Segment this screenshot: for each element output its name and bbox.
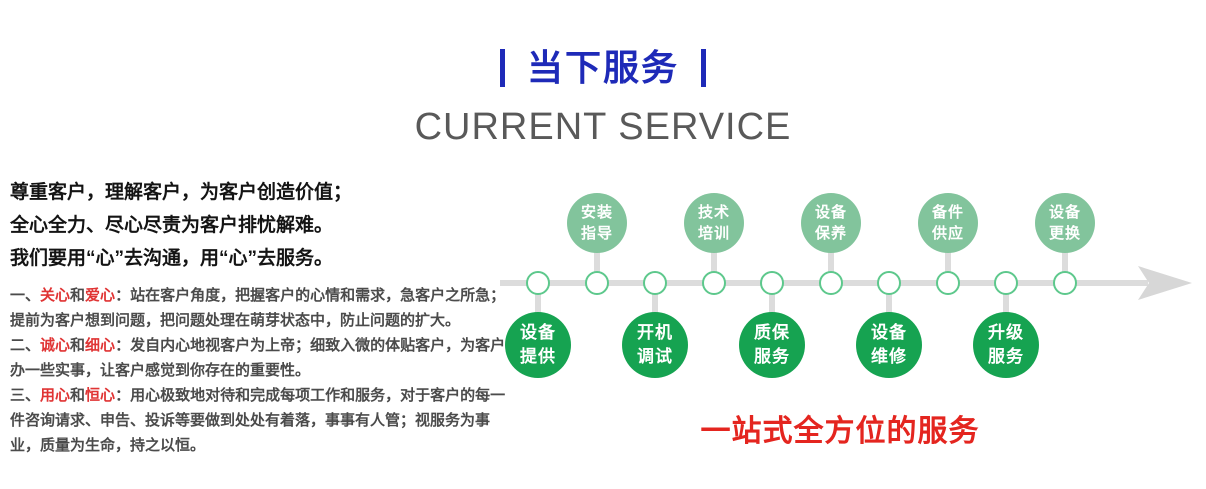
service-circle-equipment-repair: 设备 维修: [856, 312, 922, 378]
service-label: 供应: [931, 225, 964, 242]
timeline-node: [1053, 271, 1077, 295]
service-label: 设备: [871, 323, 907, 342]
intro-line: 尊重客户，理解客户，为客户创造价值；: [10, 182, 353, 203]
service-circle-installation-guidance: 安装 指导: [567, 193, 627, 253]
section-title-cn: 当下服务: [526, 47, 679, 88]
timeline-node: [526, 271, 550, 295]
service-label: 调试: [637, 347, 673, 366]
connector-stem: [886, 288, 892, 316]
service-label: 更换: [1048, 225, 1081, 242]
principle-body: ：用心极致地对待和完成每项工作和服务，对于客户的每一件咨询请求、申告、投诉等要做…: [10, 387, 506, 454]
principle-keyword: 关心: [40, 287, 71, 304]
principle-item: 一、关心和爱心：站在客户角度，把握客户的心情和需求，急客户之所急；提前为客户想到…: [10, 283, 508, 333]
service-circle-equipment-replacement: 设备 更换: [1035, 193, 1095, 253]
timeline-node: [760, 271, 784, 295]
one-stop-service-slogan: 一站式全方位的服务: [700, 415, 980, 448]
service-label: 设备: [520, 323, 556, 342]
principle-number: 三、: [10, 387, 41, 404]
service-circle-technical-training: 技术 培训: [684, 193, 744, 253]
service-circle-warranty-service: 质保 服务: [739, 312, 805, 378]
service-label: 升级: [988, 323, 1024, 342]
section-title-en: CURRENT SERVICE: [414, 106, 792, 148]
service-circle-upgrade-service: 升级 服务: [973, 312, 1039, 378]
principle-body: ：发自内心地视客户为上帝；细致入微的体贴客户，为客户办一些实事，让客户感觉到你存…: [10, 337, 506, 379]
timeline-node: [702, 271, 726, 295]
service-label: 培训: [697, 225, 730, 242]
service-label: 开机: [637, 323, 673, 342]
service-label: 设备: [1048, 204, 1081, 221]
service-label: 服务: [988, 347, 1024, 366]
connector-stem: [769, 288, 775, 316]
service-label: 指导: [580, 225, 613, 242]
intro-line: 全心全力、尽心尽责为客户排忧解难。: [10, 215, 334, 236]
principle-keyword: 恒心: [85, 387, 116, 404]
service-philosophy-text: 尊重客户，理解客户，为客户创造价值； 全心全力、尽心尽责为客户排忧解难。 我们要…: [10, 176, 508, 458]
arrow-right-icon: [1138, 266, 1192, 300]
timeline-node: [819, 271, 843, 295]
connector-stem: [828, 248, 834, 276]
connector-stem: [1003, 288, 1009, 316]
timeline-node: [994, 271, 1018, 295]
section-title: 当下服务: [0, 48, 1206, 88]
service-label: 安装: [580, 204, 613, 221]
service-circle-startup-debugging: 开机 调试: [622, 312, 688, 378]
principle-conjunction: 和: [70, 387, 86, 404]
principle-keyword: 诚心: [40, 337, 71, 354]
principle-keyword: 爱心: [85, 287, 116, 304]
principle-conjunction: 和: [70, 287, 86, 304]
connector-stem: [1062, 248, 1068, 276]
principle-item: 三、用心和恒心：用心极致地对待和完成每项工作和服务，对于客户的每一件咨询请求、申…: [10, 383, 508, 458]
service-label: 提供: [520, 347, 556, 366]
service-label: 维修: [871, 347, 907, 366]
title-left-bar-icon: [499, 49, 505, 87]
timeline-node: [936, 271, 960, 295]
principle-list: 一、关心和爱心：站在客户角度，把握客户的心情和需求，急客户之所急；提前为客户想到…: [10, 283, 508, 458]
service-circle-equipment-maintenance: 设备 保养: [801, 193, 861, 253]
principle-item: 二、诚心和细心：发自内心地视客户为上帝；细致入微的体贴客户，为客户办一些实事，让…: [10, 333, 508, 383]
philosophy-intro: 尊重客户，理解客户，为客户创造价值； 全心全力、尽心尽责为客户排忧解难。 我们要…: [10, 176, 508, 275]
timeline-node: [877, 271, 901, 295]
service-circle-equipment-provision: 设备 提供: [505, 312, 571, 378]
connector-stem: [711, 248, 717, 276]
principle-conjunction: 和: [70, 337, 86, 354]
timeline-node: [643, 271, 667, 295]
connector-stem: [652, 288, 658, 316]
service-label: 技术: [697, 204, 730, 221]
service-label: 服务: [754, 347, 790, 366]
intro-line: 我们要用“心”去沟通，用“心”去服务。: [10, 248, 334, 269]
service-circle-spare-parts-supply: 备件 供应: [918, 193, 978, 253]
connector-stem: [535, 288, 541, 316]
service-label: 质保: [754, 323, 790, 342]
principle-keyword: 用心: [40, 387, 71, 404]
connector-stem: [945, 248, 951, 276]
timeline-node: [585, 271, 609, 295]
principle-number: 二、: [10, 337, 41, 354]
service-label: 保养: [814, 225, 847, 242]
principle-keyword: 细心: [85, 337, 116, 354]
title-right-bar-icon: [701, 49, 706, 87]
service-label: 备件: [931, 204, 964, 221]
principle-body: ：站在客户角度，把握客户的心情和需求，急客户之所急；提前为客户想到问题，把问题处…: [10, 287, 506, 329]
connector-stem: [594, 248, 600, 276]
service-label: 设备: [814, 204, 847, 221]
principle-number: 一、: [10, 287, 41, 304]
